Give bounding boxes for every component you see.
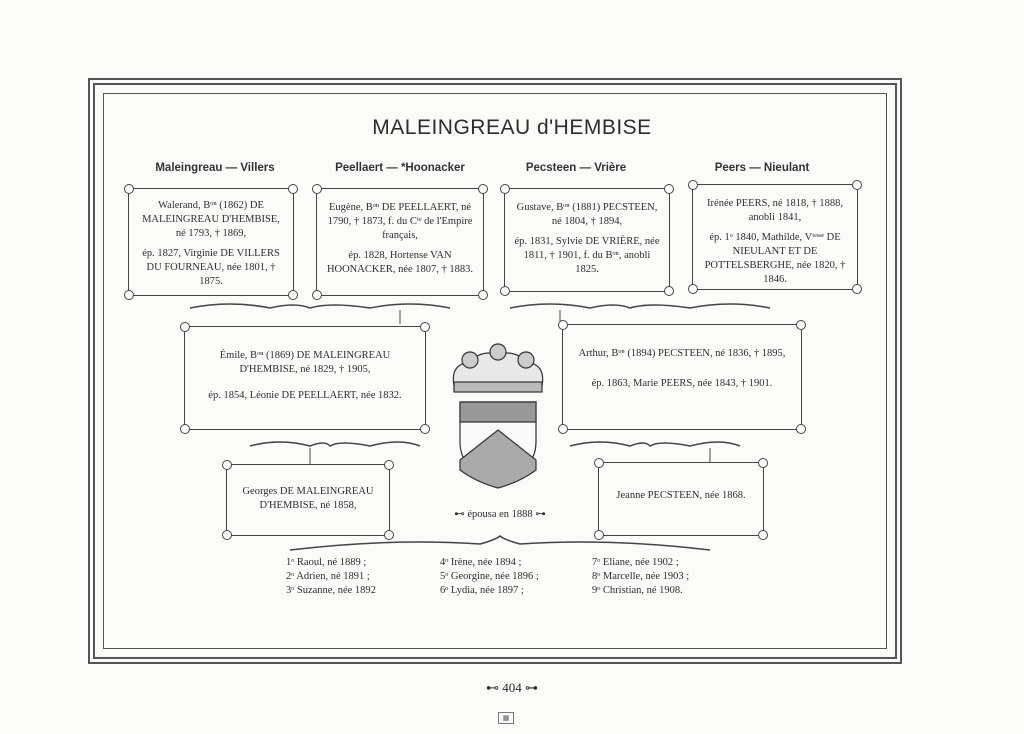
bracket-connectors-1 — [189, 303, 771, 324]
parent-box-pecsteen: Arthur, Bᵒⁿ (1894) PECSTEEN, né 1836, † … — [558, 320, 806, 434]
child-item: 3ᵒ Suzanne, née 1892 — [286, 585, 376, 596]
child-item: 4ᵒ Irène, née 1894 ; — [440, 557, 522, 568]
child-item: 8ᵒ Marcelle, née 1903 ; — [592, 571, 690, 582]
column-heading-1: Maleingreau — Villers — [155, 162, 275, 174]
child-item: 1ᵒ Raoul, né 1889 ; — [286, 557, 367, 568]
child-item: 5ᵒ Georgine, née 1896 ; — [440, 571, 539, 582]
child-item: 7ᵒ Eliane, née 1902 ; — [592, 557, 679, 568]
marriage-text: épousa en 1888 — [467, 509, 533, 520]
page-title: MALEINGREAU d'HEMBISE — [372, 116, 652, 139]
marriage-label: ⊷ épousa en 1888 ⊶ — [454, 509, 546, 520]
ornamental-border — [88, 78, 902, 664]
ancestor-person: Eugène, Bᵒⁿ DE PEELLAERT, né 1790, † 187… — [327, 202, 473, 241]
children-column-3: 7ᵒ Eliane, née 1902 ; 8ᵒ Marcelle, née 1… — [592, 556, 689, 598]
ancestor-person: Irénée PEERS, né 1818, † 1888, anobli 18… — [707, 198, 843, 223]
ancestor-spouse: ép. 1827, Virginie DE VILLERS DU FOURNEA… — [142, 248, 280, 287]
child-item: 2ᵒ Adrien, né 1891 ; — [286, 571, 370, 582]
children-column-1: 1ᵒ Raoul, né 1889 ; 2ᵒ Adrien, né 1891 ;… — [286, 556, 376, 598]
column-heading-2: Peellaert — *Hoonacker — [335, 162, 465, 174]
bracket-connectors-2 — [249, 441, 741, 464]
ancestor-person: Walerand, Bᵒⁿ (1862) DE MALEINGREAU D'HE… — [142, 200, 280, 239]
ancestor-spouse: ép. 1831, Sylvie DE VRIÈRE, née 1811, † … — [514, 236, 660, 275]
parent-box-maleingreau: Émile, Bᵒⁿ (1869) DE MALEINGREAU D'HEMBI… — [180, 322, 430, 434]
parent-spouse: ép. 1863, Marie PEERS, née 1843, † 1901. — [591, 378, 773, 389]
ancestor-box-peers: Irénée PEERS, né 1818, † 1888, anobli 18… — [688, 180, 862, 294]
parent-person: Arthur, Bᵒⁿ (1894) PECSTEEN, né 1836, † … — [578, 348, 786, 359]
stamp-icon: ▦ — [498, 712, 514, 724]
parent-spouse: ép. 1854, Léonie DE PEELLAERT, née 1832. — [208, 390, 402, 401]
column-heading-3: Pecsteen — Vrière — [525, 162, 627, 174]
page-number-text: 404 — [502, 680, 522, 695]
groom-box: Georges DE MALEINGREAU D'HEMBISE, né 185… — [222, 460, 394, 540]
coat-of-arms-icon — [452, 343, 544, 489]
children-column-2: 4ᵒ Irène, née 1894 ; 5ᵒ Georgine, née 18… — [440, 556, 539, 598]
bride-name: Jeanne PECSTEEN, née 1868. — [616, 490, 746, 501]
child-item: 6ᵒ Lydia, née 1897 ; — [440, 585, 524, 596]
ancestor-box-maleingreau: Walerand, Bᵒⁿ (1862) DE MALEINGREAU D'HE… — [124, 184, 298, 300]
bride-box: Jeanne PECSTEEN, née 1868. — [594, 458, 768, 540]
ancestor-box-pecsteen: Gustave, Bᵒⁿ (1881) PECSTEEN, né 1804, †… — [500, 184, 674, 296]
groom-name: Georges DE MALEINGREAU D'HEMBISE, né 185… — [242, 486, 374, 511]
ancestor-spouse: ép. 1828, Hortense VAN HOONACKER, née 18… — [326, 250, 474, 275]
child-item: 9ᵒ Christian, né 1908. — [592, 585, 683, 596]
ancestor-spouse: ép. 1ᵒ 1840, Mathilde, Vᵗᵉˢˢᵉ DE NIEULAN… — [704, 232, 846, 285]
children-bracket — [289, 535, 711, 551]
page-number: ⊷ 404 ⊶ — [486, 680, 538, 695]
ancestor-box-peellaert: Eugène, Bᵒⁿ DE PEELLAERT, né 1790, † 187… — [312, 184, 488, 300]
ancestor-person: Gustave, Bᵒⁿ (1881) PECSTEEN, né 1804, †… — [516, 202, 658, 227]
column-heading-4: Peers — Nieulant — [714, 162, 810, 174]
parent-person: Émile, Bᵒⁿ (1869) DE MALEINGREAU D'HEMBI… — [219, 350, 391, 375]
